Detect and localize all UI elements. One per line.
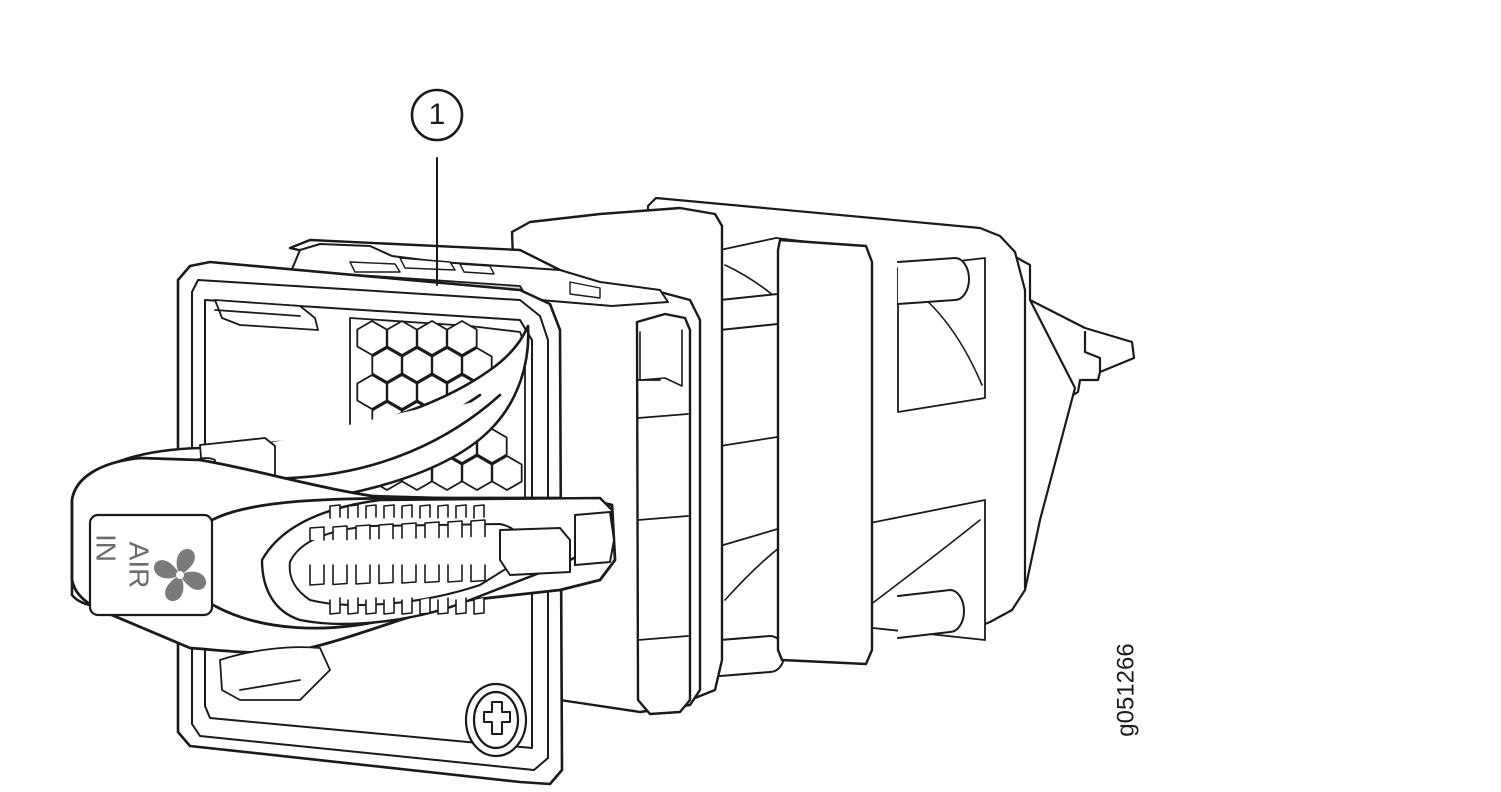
release-lever [260, 496, 615, 626]
grip-tooth [447, 520, 463, 538]
callout-1: 1 [410, 88, 464, 286]
grip-tooth [470, 519, 486, 538]
grip-tooth [447, 564, 463, 583]
callout-number: 1 [429, 98, 446, 131]
grip-tooth [401, 564, 417, 584]
grip-tooth [355, 524, 371, 540]
grip-rib [437, 597, 449, 615]
hex-cell [461, 455, 493, 491]
grip-tooth [332, 525, 348, 541]
in-label: IN [91, 534, 122, 562]
left-intake-fin [214, 299, 319, 331]
grip-rib [455, 597, 467, 615]
grip-rib [401, 597, 413, 615]
grip-rib [383, 597, 395, 615]
grip-rib [419, 597, 431, 615]
grip-rib [347, 504, 359, 519]
grip-teeth [309, 504, 486, 615]
grip-rib [401, 504, 413, 519]
bottom-intake [219, 646, 331, 701]
callout-circle [410, 88, 464, 142]
grip-rib [383, 504, 395, 519]
air-in-label: AIR IN [88, 513, 214, 617]
grip-tooth [332, 564, 348, 586]
grip-rib [419, 504, 431, 519]
grip-rib [329, 597, 341, 615]
grip-tooth [355, 564, 371, 585]
grip-rib [455, 504, 467, 519]
grip-tooth [424, 521, 440, 539]
hex-cell [491, 455, 523, 491]
grip-rib [473, 504, 485, 519]
air-label: AIR [124, 542, 155, 589]
grip-rib [365, 597, 377, 615]
fan-icon [153, 548, 207, 602]
grip-tooth [424, 564, 440, 584]
grip-tooth [401, 522, 417, 539]
grip-tooth [378, 564, 394, 585]
grip-rib [329, 504, 341, 519]
grip-rib [473, 597, 485, 615]
grip-rib [437, 504, 449, 519]
figure-id: g051266 [1112, 643, 1139, 736]
grip-tooth [309, 526, 325, 541]
grip-rib [365, 504, 377, 519]
grip-tooth [378, 523, 394, 540]
grip-tooth [470, 564, 486, 583]
grip-rib [347, 597, 359, 615]
captive-screw [464, 682, 528, 758]
hex-cell [446, 320, 478, 356]
grip-tooth [309, 564, 325, 586]
cross-head-icon [483, 701, 511, 735]
